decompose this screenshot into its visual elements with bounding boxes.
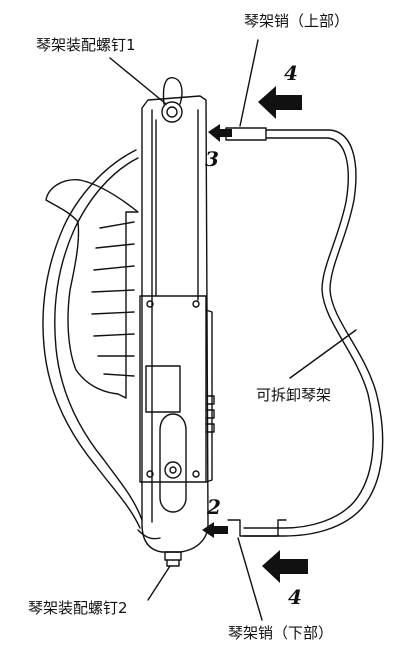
label-pin-top: 琴架销（上部） <box>244 12 350 30</box>
panel-screw-4 <box>192 470 200 478</box>
leader-pin-top <box>239 39 259 127</box>
jack-plate <box>159 413 187 513</box>
label-pin-bottom: 琴架销（下部） <box>228 624 334 642</box>
leader-bolt-bottom <box>147 565 171 601</box>
arrow-4-bottom <box>262 550 308 583</box>
panel-screw-2 <box>192 300 200 308</box>
panel-screw-1 <box>146 300 154 308</box>
leader-bolt-top <box>109 57 167 105</box>
frame-right-outer <box>243 129 384 537</box>
arrow-3 <box>208 124 232 142</box>
step-4-bottom: 4 <box>288 585 302 609</box>
top-bolt-ring <box>161 101 183 123</box>
frame-bottom-left <box>137 529 161 540</box>
step-3: 3 <box>205 147 219 171</box>
leader-pin-bottom <box>237 537 263 621</box>
horn-ribs <box>91 221 135 377</box>
top-bolt-inner <box>166 106 178 118</box>
side-controls <box>205 395 215 433</box>
jack-pin <box>169 466 177 474</box>
step-2: 2 <box>207 495 221 519</box>
label-bolt-bottom: 琴架装配螺钉2 <box>28 599 128 617</box>
leader-frame <box>289 329 357 379</box>
upper-horn <box>45 179 139 399</box>
bottom-pin <box>227 519 287 537</box>
body-panel <box>139 295 207 483</box>
display-window <box>145 365 181 413</box>
label-frame: 可拆卸琴架 <box>256 386 332 404</box>
bottom-bolt <box>164 551 182 567</box>
panel-screw-3 <box>146 470 154 478</box>
arrow-4-top <box>258 86 302 119</box>
frame-left-inner <box>54 157 143 521</box>
step-4-top: 4 <box>284 61 298 85</box>
top-loop <box>162 77 183 105</box>
arrow-2 <box>202 522 228 538</box>
side-rail <box>205 309 213 483</box>
label-bolt-top: 琴架装配螺钉1 <box>36 36 136 54</box>
frame-left-outer <box>42 149 141 529</box>
jack-socket <box>164 461 182 479</box>
frame-right-inner <box>243 137 374 529</box>
